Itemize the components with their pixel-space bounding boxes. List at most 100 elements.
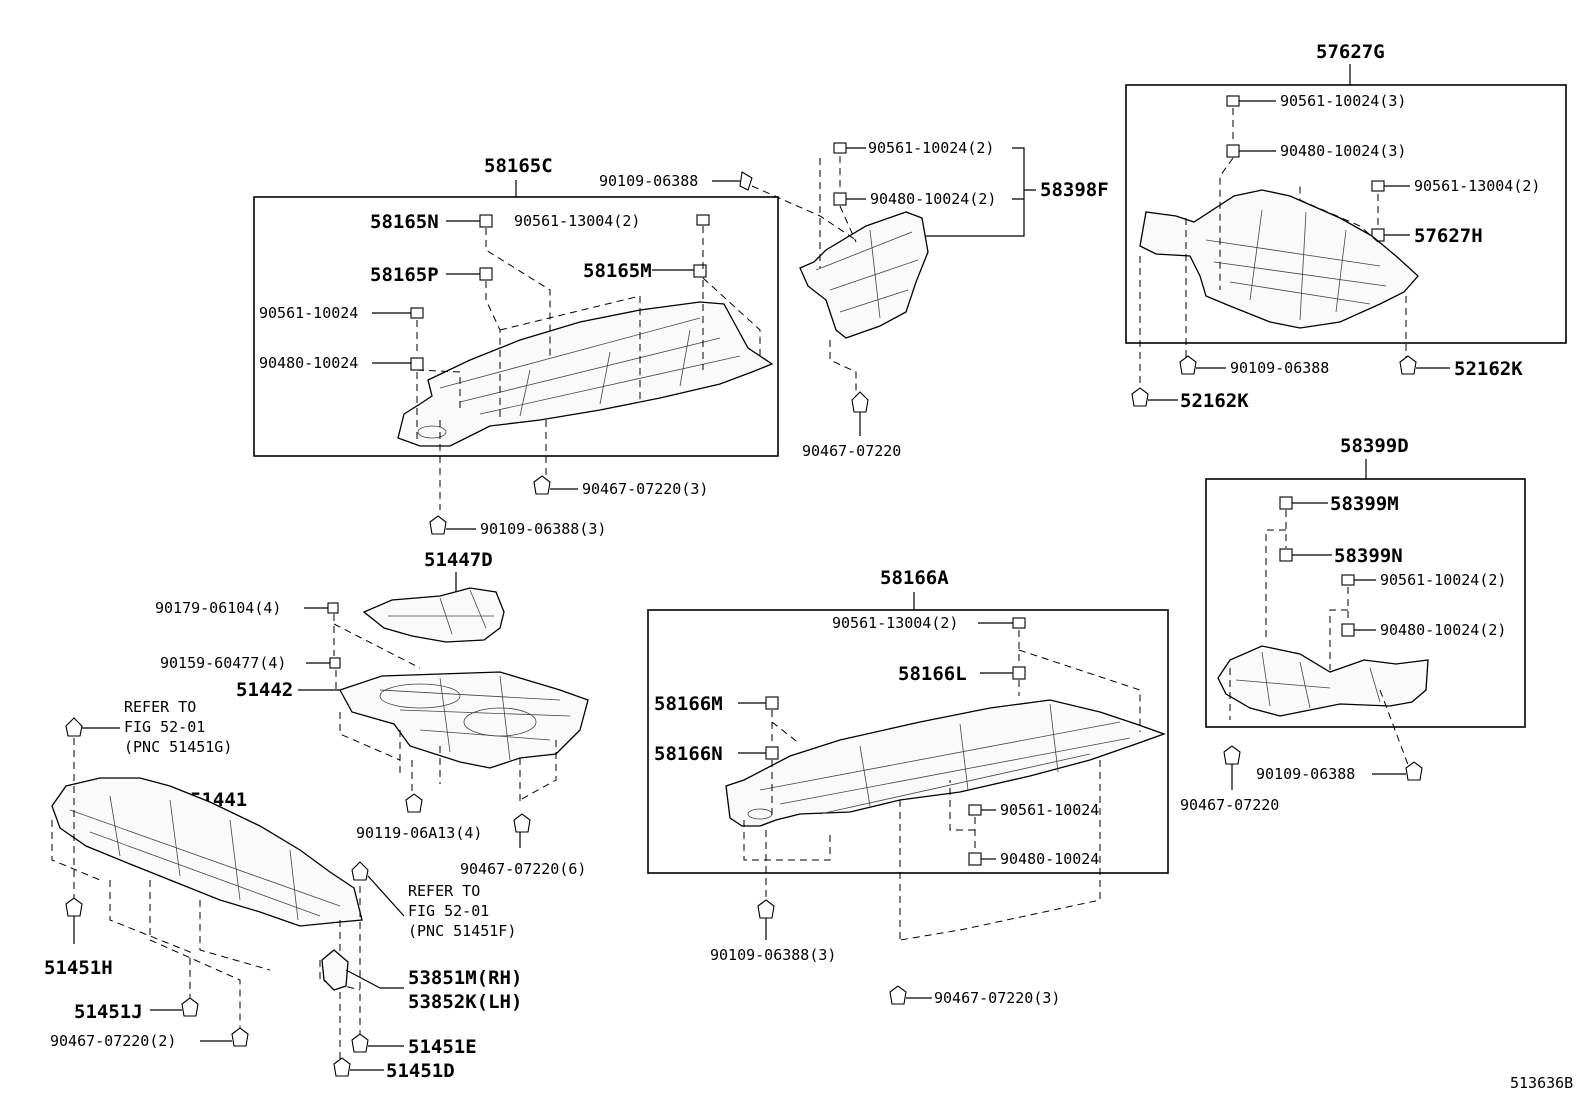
- clip-90480-10024-58165c: [410, 357, 424, 371]
- bolt-90467-07220-3-58165c: [533, 475, 551, 495]
- label-58398f: 58398F: [1040, 179, 1109, 201]
- undercover-57627g: [1139, 189, 1419, 329]
- group-front: 51447D 90179-06104(4) 90159-60477(4) 514…: [44, 549, 589, 1082]
- label-58165n: 58165N: [370, 211, 439, 233]
- label-90467-07220-6: 90467-07220(6): [460, 860, 586, 878]
- clip-58166n: [765, 746, 779, 760]
- label-90480-10024-2-58398f: 90480-10024(2): [870, 190, 996, 208]
- label-58399n: 58399N: [1334, 545, 1403, 567]
- label-90480-10024-58166a: 90480-10024: [1000, 850, 1099, 868]
- clip-90561-13004-2-58166a: [1012, 617, 1026, 629]
- refer-a-line3: (PNC 51451G): [124, 738, 232, 756]
- clip-90179-06104: [327, 602, 339, 614]
- group-frame-57627g: [1125, 84, 1567, 344]
- label-58166a: 58166A: [880, 567, 949, 589]
- bolt-51451e: [351, 1033, 369, 1053]
- label-90467-07220-58398f: 90467-07220: [802, 442, 901, 460]
- label-51451j: 51451J: [74, 1001, 143, 1023]
- label-90561-13004-2-57627g: 90561-13004(2): [1414, 177, 1540, 195]
- undercover-58165c: [397, 301, 774, 447]
- label-90467-07220-2: 90467-07220(2): [50, 1032, 176, 1050]
- bolt-90109-06388-57627g: [1179, 355, 1197, 375]
- label-90179-06104-4: 90179-06104(4): [155, 599, 281, 617]
- bolt-90467-07220-2: [231, 1027, 249, 1047]
- clip-58166l: [1012, 666, 1026, 680]
- label-58166n: 58166N: [654, 743, 723, 765]
- bolt-90467-07220-3-58166a: [889, 985, 907, 1005]
- label-90561-10024-2-58398f: 90561-10024(2): [868, 139, 994, 157]
- label-90480-10024-3-57627g: 90480-10024(3): [1280, 142, 1406, 160]
- label-58166l: 58166L: [898, 663, 967, 685]
- label-57627g: 57627G: [1316, 41, 1385, 63]
- label-90109-06388-3-58165c: 90109-06388(3): [480, 520, 606, 538]
- label-52162k-b: 52162K: [1180, 390, 1249, 412]
- clip-90480-10024-3-57627g: [1226, 144, 1240, 158]
- label-57627h: 57627H: [1414, 225, 1483, 247]
- label-90109-06388-58398f: 90109-06388: [599, 172, 698, 190]
- bracket-53851m: [321, 949, 349, 991]
- group-58399d: 58399D 58399M 58399N 90561-10024(2) 9048…: [1180, 435, 1526, 814]
- group-frame-58166a: [647, 609, 1169, 874]
- label-58166m: 58166M: [654, 693, 723, 715]
- refer-b-line3: (PNC 51451F): [408, 922, 516, 940]
- label-90109-06388-3-58166a: 90109-06388(3): [710, 946, 836, 964]
- label-90480-10024-2-58399d: 90480-10024(2): [1380, 621, 1506, 639]
- label-90467-07220-3-58166a: 90467-07220(3): [934, 989, 1060, 1007]
- clip-90480-10024-2-58398f: [833, 192, 847, 206]
- bolt-51451j: [181, 997, 199, 1017]
- label-90561-10024-2-58399d: 90561-10024(2): [1380, 571, 1506, 589]
- group-58165c: 58165C 58165N 90561-13004(2) 58165P 5816…: [253, 155, 779, 538]
- bolt-90467-07220-58399d: [1223, 745, 1241, 765]
- cover-58398f: [799, 211, 929, 339]
- refer-b-line2: FIG 52-01: [408, 902, 489, 920]
- label-90561-13004-2-58165c: 90561-13004(2): [514, 212, 640, 230]
- label-58399d: 58399D: [1340, 435, 1409, 457]
- bolt-90109-06388-3-58166a: [757, 899, 775, 919]
- label-90561-10024-58165c: 90561-10024: [259, 304, 358, 322]
- bolt-90109-06388-58398f: [739, 171, 753, 191]
- group-58166a: 58166A 90561-13004(2) 58166L 58166M 5816…: [647, 567, 1169, 1007]
- bolt-90109-06388-58399d: [1405, 761, 1423, 781]
- clip-90561-10024-58166a: [968, 804, 982, 816]
- label-51451h: 51451H: [44, 957, 113, 979]
- label-52162k-a: 52162K: [1454, 358, 1523, 380]
- label-90561-13004-2-58166a: 90561-13004(2): [832, 614, 958, 632]
- label-90561-10024-3-57627g: 90561-10024(3): [1280, 92, 1406, 110]
- label-90467-07220-58399d: 90467-07220: [1180, 796, 1279, 814]
- clip-90561-13004-58165c: [696, 214, 710, 226]
- undercover-51441: [51, 777, 363, 927]
- bolt-90109-06388-3-58165c: [429, 515, 447, 535]
- label-90119-06a13-4: 90119-06A13(4): [356, 824, 482, 842]
- clip-90480-10024-2-58399d: [1341, 623, 1355, 637]
- clip-58399m: [1279, 496, 1293, 510]
- bolt-52162k-a: [1399, 355, 1417, 375]
- bolt-52162k-b: [1131, 387, 1149, 407]
- label-58165c: 58165C: [484, 155, 553, 177]
- clip-90561-13004-2-57627g: [1371, 180, 1385, 192]
- label-51442: 51442: [236, 679, 293, 701]
- clip-90561-10024-2-58398f: [833, 142, 847, 154]
- cover-51447d: [362, 587, 505, 643]
- group-57627g: 57627G 90561-10024(3) 90480-10024(3) 905…: [1125, 41, 1567, 412]
- clip-90159-60477: [329, 657, 341, 669]
- clip-90561-10024-58165c: [410, 307, 424, 319]
- label-58165m: 58165M: [583, 260, 652, 282]
- label-90109-06388-58399d: 90109-06388: [1256, 765, 1355, 783]
- refer-b-line1: REFER TO: [408, 882, 480, 900]
- clip-58165n: [479, 214, 493, 228]
- grommet-51451g: [65, 717, 83, 737]
- figure-id: 513636B: [1510, 1074, 1573, 1092]
- label-53852k: 53852K(LH): [408, 991, 522, 1013]
- clip-58165p: [479, 267, 493, 281]
- bolt-90119-06a13: [405, 793, 423, 813]
- clip-90561-10024-3-57627g: [1226, 95, 1240, 107]
- label-58165p: 58165P: [370, 264, 439, 286]
- cover-58399d: [1217, 645, 1429, 717]
- label-90159-60477-4: 90159-60477(4): [160, 654, 286, 672]
- label-51451d: 51451D: [386, 1060, 455, 1082]
- label-53851m: 53851M(RH): [408, 967, 522, 989]
- bolt-51451d: [333, 1057, 351, 1077]
- clip-90480-10024-58166a: [968, 852, 982, 866]
- clip-58165m: [693, 264, 707, 278]
- label-90109-06388-57627g: 90109-06388: [1230, 359, 1329, 377]
